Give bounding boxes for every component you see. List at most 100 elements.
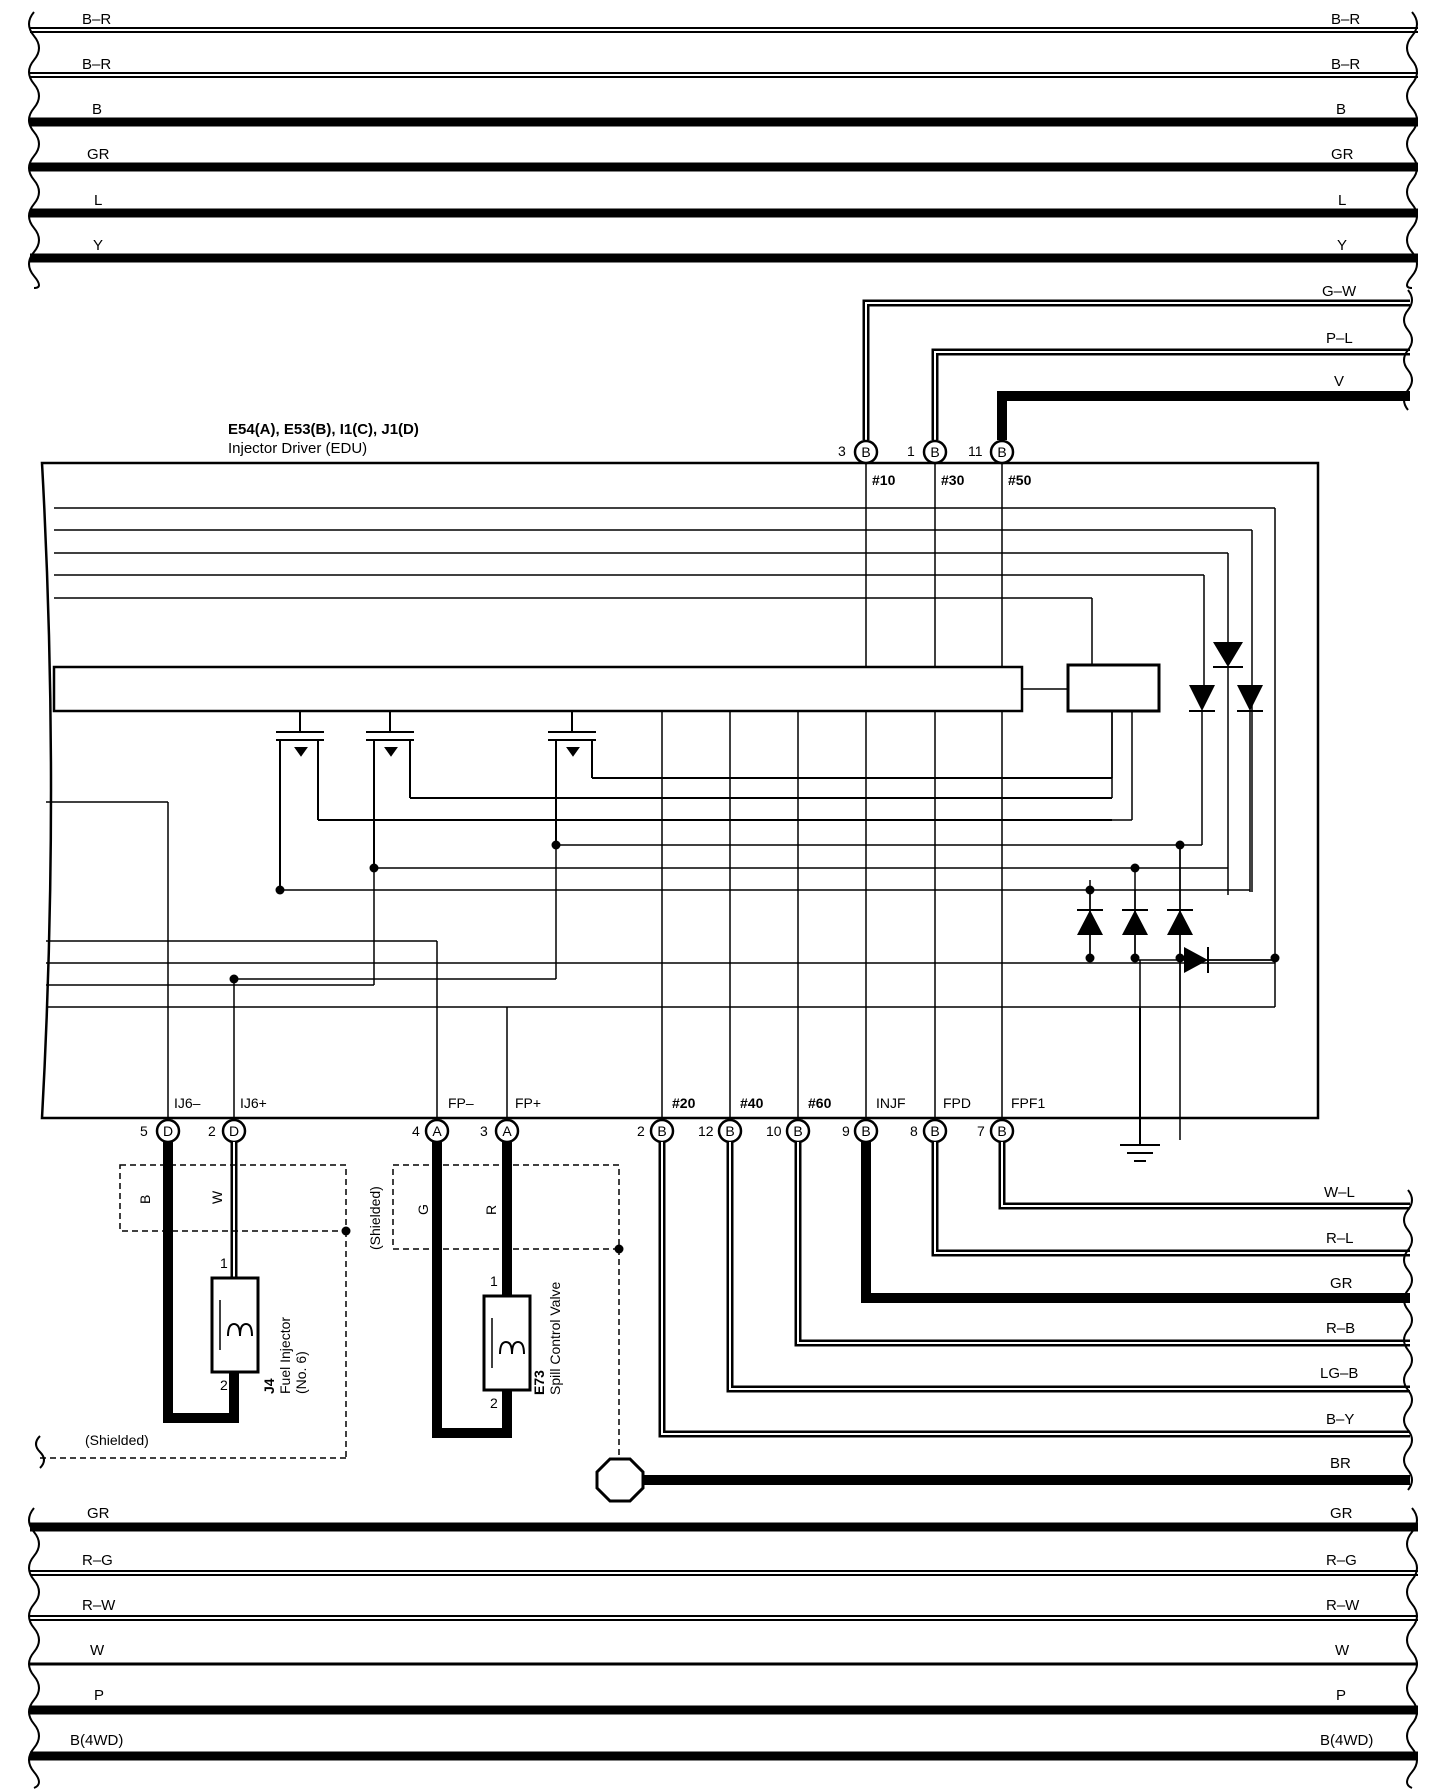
coil-icon [499, 1340, 525, 1355]
svg-text:4: 4 [412, 1123, 420, 1139]
transistor-icon [366, 711, 1112, 868]
svg-text:B: B [861, 1123, 870, 1139]
bottom-pins: IJ6– 5 D IJ6+ 2 D FP– 4 A FP+ 3 A [140, 1095, 1045, 1144]
wire-label: R–L [1326, 1230, 1354, 1247]
wire-label: B–R [1331, 11, 1360, 28]
wire-label: GR [1330, 1505, 1353, 1522]
shield-ground-junction-icon [595, 1457, 645, 1503]
wire-label: B [1336, 101, 1346, 118]
svg-text:#40: #40 [740, 1095, 764, 1111]
svg-text:B: B [657, 1123, 666, 1139]
right-wires: W–L R–L GR R–B LG–B B–Y BR [595, 1142, 1413, 1503]
svg-text:8: 8 [910, 1123, 918, 1139]
wire-label: P [94, 1687, 104, 1704]
wire-label: Y [93, 237, 103, 254]
top-feed-wires: G–W P–L V [862, 283, 1413, 440]
wire-label: R–B [1326, 1320, 1355, 1337]
svg-text:D: D [229, 1123, 239, 1139]
wire-label: L [94, 192, 102, 209]
svg-text:FP–: FP– [448, 1095, 474, 1111]
internal-rails [54, 507, 1276, 958]
control-bus-bar [52, 665, 1024, 713]
wire-label: W [90, 1642, 105, 1659]
component-sub: (No. 6) [293, 1351, 309, 1394]
driver-logic-block [1066, 663, 1161, 713]
svg-text:D: D [163, 1123, 173, 1139]
wire-label: GR [1330, 1275, 1353, 1292]
svg-text:7: 7 [977, 1123, 985, 1139]
bus-wire-bottom-2: R–W R–W [30, 1597, 1418, 1621]
bus-wire-bottom-4: P P [30, 1687, 1418, 1715]
wire-label: Y [1337, 237, 1347, 254]
svg-text:5: 5 [140, 1123, 148, 1139]
pin-number: 1 [220, 1255, 228, 1271]
wire-label: W [209, 1190, 225, 1204]
bottom-bus-left-break [28, 1507, 40, 1789]
svg-text:3: 3 [480, 1123, 488, 1139]
wire-label: B(4WD) [1320, 1732, 1373, 1749]
wire-label: G–W [1322, 283, 1357, 300]
wire-label: GR [87, 1505, 110, 1522]
wire-label: W [1335, 1642, 1350, 1659]
connector-letter: B [997, 444, 1006, 460]
wire-label: R [483, 1205, 499, 1215]
svg-text:#60: #60 [808, 1095, 832, 1111]
top-bus-right-break [1406, 11, 1418, 289]
diode-icon [1184, 947, 1209, 973]
pin-injf: INJF 9 B [842, 1095, 906, 1144]
svg-text:9: 9 [842, 1123, 850, 1139]
pin-traces [661, 463, 1003, 1118]
pin-number: 1 [490, 1273, 498, 1289]
pin-fpf1: FPF1 7 B [977, 1095, 1045, 1144]
diode-icon [1213, 642, 1243, 895]
bus-wire-top-4: L L [30, 192, 1418, 218]
component-name: Spill Control Valve [547, 1281, 563, 1395]
transistor-icon [548, 711, 1112, 845]
pin-label: #30 [941, 472, 965, 488]
top-pin-3: 3 B #10 [838, 439, 896, 488]
bus-wire-top-0: B–R B–R [30, 11, 1418, 33]
svg-text:2: 2 [208, 1123, 216, 1139]
pin-number: 2 [220, 1377, 228, 1393]
wire-label: LG–B [1320, 1365, 1358, 1382]
wire-label: B(4WD) [70, 1732, 123, 1749]
junction-dots [229, 840, 1280, 984]
wire-label: R–G [82, 1552, 113, 1569]
wire-label: GR [1331, 146, 1354, 163]
component-title: E54(A), E53(B), I1(C), J1(D) Injector Dr… [228, 421, 419, 457]
edu-box: 3 B #10 1 B #30 11 B #50 [40, 439, 1320, 1162]
pin-number: 1 [907, 443, 915, 459]
bus-wire-bottom-1: R–G R–G [30, 1552, 1418, 1576]
svg-text:B: B [930, 1123, 939, 1139]
shielded-label: (Shielded) [367, 1186, 383, 1250]
connector-letter: B [930, 444, 939, 460]
component-code: E73 [531, 1370, 547, 1395]
top-bus-left-break [28, 11, 40, 289]
pin-number: 2 [490, 1395, 498, 1411]
shielded-label: (Shielded) [85, 1432, 149, 1448]
bus-wire-bottom-5: B(4WD) B(4WD) [30, 1732, 1418, 1761]
pin-label: #10 [872, 472, 896, 488]
component-name: Injector Driver (EDU) [228, 440, 367, 457]
svg-text:FP+: FP+ [515, 1095, 541, 1111]
bus-wire-bottom-3: W W [30, 1642, 1418, 1666]
wire-label: P [1336, 1687, 1346, 1704]
shield-injector [40, 1164, 347, 1459]
wire-label: BR [1330, 1455, 1351, 1472]
svg-text:2: 2 [637, 1123, 645, 1139]
pin-60: #60 10 B [766, 1095, 832, 1144]
bus-wire-top-2: B B [30, 101, 1418, 127]
bottom-bus: GR GR R–G R–G R–W R–W W W P P B(4WD) [28, 1505, 1418, 1789]
wire-label: R–W [82, 1597, 116, 1614]
top-pin-1: 1 B #30 [907, 439, 965, 488]
shield-valve [392, 1164, 620, 1459]
top-bus: B–R B–R B–R B–R B B GR GR L L Y Y [28, 11, 1418, 289]
wire-label: R–W [1326, 1597, 1360, 1614]
pin-number: 11 [968, 443, 983, 459]
wire-label: B–R [82, 11, 111, 28]
wire-label: L [1338, 192, 1346, 209]
bus-wire-top-3: GR GR [30, 146, 1418, 172]
bus-wire-bottom-0: GR GR [30, 1505, 1418, 1532]
wire-label: B–Y [1326, 1411, 1354, 1428]
